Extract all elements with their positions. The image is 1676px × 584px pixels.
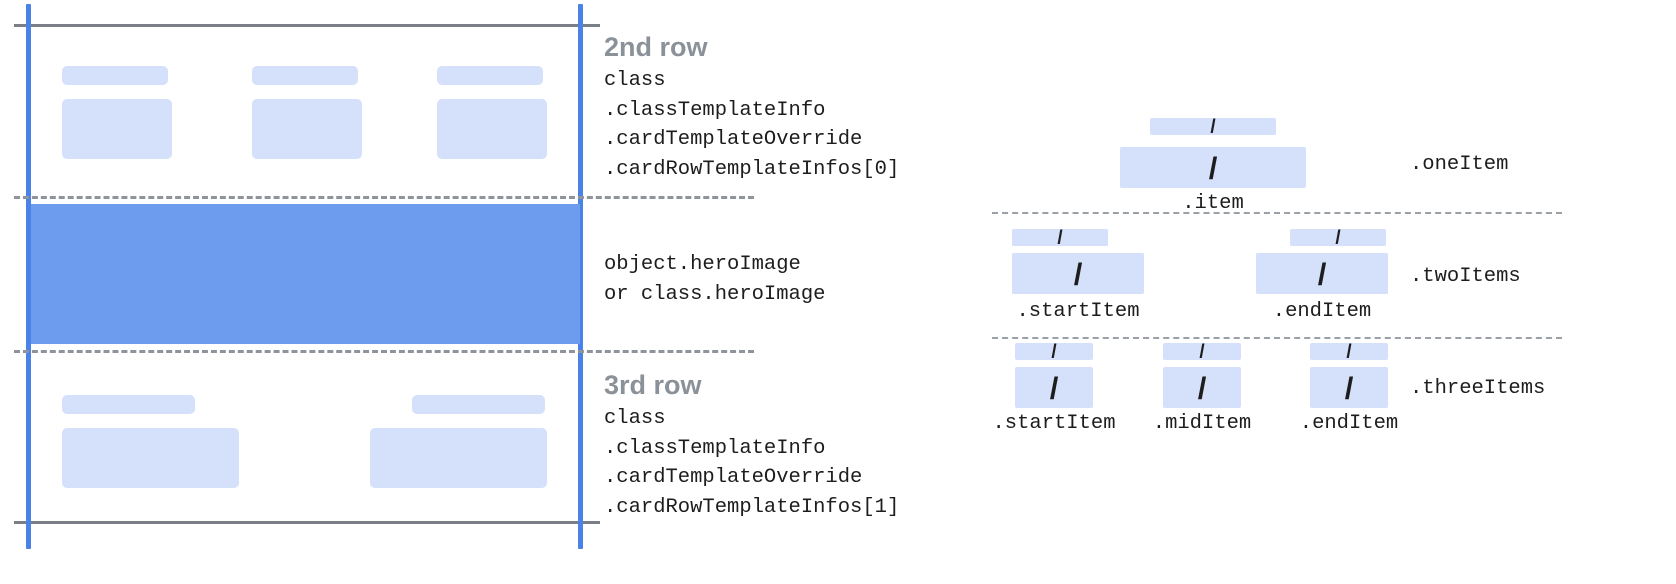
- one-item-small-slot: /: [1150, 118, 1276, 135]
- hero-code-line-2: or class.heroImage: [604, 282, 826, 306]
- left-guide-rail: [26, 4, 31, 549]
- second-row-col2-block-placeholder: [252, 99, 362, 159]
- three-items-end-small-slot: /: [1310, 343, 1388, 360]
- second-row-code-line-1: class: [604, 69, 666, 92]
- slash-icon: /: [1049, 370, 1059, 405]
- hero-code-line-1: object.heroImage: [604, 253, 801, 276]
- slash-icon: /: [1073, 256, 1083, 291]
- third-row-code-line-1: class: [604, 407, 666, 430]
- third-row-divider: [14, 350, 754, 353]
- third-row-col1-block-placeholder: [62, 428, 239, 488]
- second-row-code-line-4: .cardRowTemplateInfos[0]: [604, 157, 900, 181]
- one-item-variant-label: .oneItem: [1410, 153, 1509, 176]
- slash-icon: /: [1057, 229, 1063, 246]
- hero-image-band: [31, 204, 580, 344]
- second-row-col1-block-placeholder: [62, 99, 172, 159]
- two-items-end-caption: .endItem: [1272, 300, 1372, 323]
- two-items-start-caption: .startItem: [1016, 300, 1140, 323]
- three-items-start-small-slot: /: [1015, 343, 1093, 360]
- slash-icon: /: [1335, 229, 1341, 246]
- slash-icon: /: [1344, 370, 1354, 405]
- three-items-mid-large-slot: /: [1163, 367, 1241, 408]
- third-row-col2-label-placeholder: [412, 395, 545, 414]
- three-items-variant-label: .threeItems: [1410, 377, 1546, 400]
- second-row-divider: [14, 196, 754, 199]
- card-row-template-diagram: [0, 0, 754, 584]
- second-row-title: 2nd row: [604, 32, 708, 62]
- third-row-code-line-2: .classTemplateInfo: [604, 436, 826, 460]
- second-row-code-line-2: .classTemplateInfo: [604, 98, 826, 122]
- slash-icon: /: [1346, 343, 1352, 360]
- two-items-end-small-slot: /: [1290, 229, 1386, 246]
- three-items-end-caption: .endItem: [1299, 412, 1399, 435]
- third-row-col2-block-placeholder: [370, 428, 547, 488]
- slash-icon: /: [1199, 343, 1205, 360]
- second-row-col2-label-placeholder: [252, 66, 358, 85]
- hero-image-annotation: object.heroImage or class.heroImage: [604, 250, 825, 309]
- card-bottom-edge: [14, 521, 600, 524]
- second-row-annotation: 2nd row class .classTemplateInfo .cardTe…: [604, 30, 899, 184]
- three-items-end-large-slot: /: [1310, 367, 1388, 408]
- two-items-start-large-slot: /: [1012, 253, 1144, 294]
- slash-icon: /: [1208, 150, 1218, 185]
- third-row-title: 3rd row: [604, 370, 702, 400]
- third-row-code-line-3: .cardTemplateOverride: [604, 466, 863, 489]
- two-items-end-large-slot: /: [1256, 253, 1388, 294]
- second-row-code-line-3: .cardTemplateOverride: [604, 128, 863, 151]
- slash-icon: /: [1210, 118, 1216, 135]
- two-items-variant-label: .twoItems: [1410, 265, 1521, 288]
- slash-icon: /: [1051, 343, 1057, 360]
- right-guide-rail: [578, 4, 583, 549]
- three-items-mid-small-slot: /: [1163, 343, 1241, 360]
- slash-icon: /: [1317, 256, 1327, 291]
- three-items-start-caption: .startItem: [992, 412, 1116, 435]
- second-row-col3-block-placeholder: [437, 99, 547, 159]
- item-layout-variants-diagram: / / .item .oneItem / / .startItem / / .e…: [960, 0, 1676, 584]
- card-top-edge: [14, 24, 600, 27]
- slash-icon: /: [1197, 370, 1207, 405]
- one-two-items-divider: [992, 212, 1562, 214]
- third-row-col1-label-placeholder: [62, 395, 195, 414]
- third-row-code-line-4: .cardRowTemplateInfos[1]: [604, 495, 900, 519]
- three-items-mid-caption: .midItem: [1152, 412, 1252, 435]
- second-row-col3-label-placeholder: [437, 66, 543, 85]
- third-row-annotation: 3rd row class .classTemplateInfo .cardTe…: [604, 368, 899, 522]
- three-items-start-large-slot: /: [1015, 367, 1093, 408]
- one-item-caption: .item: [1182, 192, 1244, 215]
- two-items-start-small-slot: /: [1012, 229, 1108, 246]
- second-row-col1-label-placeholder: [62, 66, 168, 85]
- one-item-large-slot: /: [1120, 147, 1306, 188]
- two-three-items-divider: [992, 337, 1562, 339]
